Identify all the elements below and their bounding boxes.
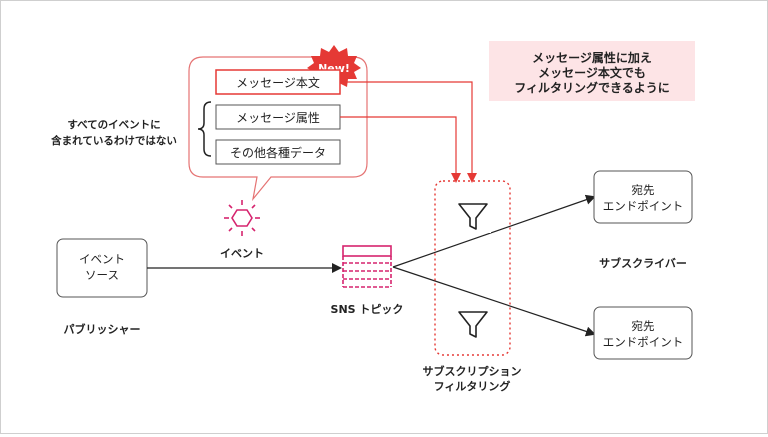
body-to-filter-arrow bbox=[340, 81, 477, 183]
field-message-body: メッセージ本文 bbox=[215, 69, 341, 95]
event-label: イベント bbox=[220, 247, 264, 260]
curly-brace bbox=[197, 101, 212, 157]
field-other-data: その他各種データ bbox=[215, 139, 341, 165]
sns-topic-label: SNS トピック bbox=[331, 303, 404, 316]
publisher-label: パブリッシャー bbox=[64, 322, 141, 336]
endpoint-1-line-2: エンドポイント bbox=[603, 199, 684, 213]
highlight-note-line-1: メッセージ属性に加え bbox=[532, 50, 652, 65]
subscriber-label: サブスクライバー bbox=[599, 256, 687, 270]
endpoint-node: 宛先 エンドポイント bbox=[593, 170, 693, 224]
highlight-note-line-3: フィルタリングできるように bbox=[514, 80, 670, 95]
highlight-note-line-2: メッセージ本文でも bbox=[538, 65, 646, 80]
field-message-attributes: メッセージ属性 bbox=[215, 104, 341, 130]
filter-label-line-2: フィルタリング bbox=[434, 379, 511, 393]
topic-to-endpoint-1-arrow bbox=[392, 194, 596, 268]
filter-icon bbox=[455, 197, 491, 233]
field-other-data-label: その他各種データ bbox=[230, 145, 326, 160]
field-message-body-label: メッセージ本文 bbox=[236, 75, 320, 90]
filter-icon bbox=[455, 305, 491, 341]
event-source-line-2: ソース bbox=[85, 268, 119, 282]
event-source-node: イベント ソース bbox=[56, 238, 148, 298]
attributes-to-filter-arrow bbox=[340, 116, 461, 183]
event-source-line-1: イベント bbox=[79, 252, 125, 266]
endpoint-2-line-1: 宛先 bbox=[632, 319, 655, 333]
endpoint-node: 宛先 エンドポイント bbox=[593, 306, 693, 360]
endpoint-1-line-1: 宛先 bbox=[632, 183, 655, 197]
subscription-filter-container bbox=[434, 180, 511, 356]
event-icon bbox=[224, 200, 260, 236]
field-message-attributes-label: メッセージ属性 bbox=[236, 111, 320, 125]
highlight-note: メッセージ属性に加え メッセージ本文でも フィルタリングできるように bbox=[489, 41, 695, 101]
brace-note-line-2: 含まれているわけではない bbox=[51, 134, 177, 147]
sns-topic-icon bbox=[342, 245, 392, 288]
endpoint-2-line-2: エンドポイント bbox=[603, 335, 684, 349]
topic-to-endpoint-2-arrow bbox=[392, 266, 596, 337]
filter-label-line-1: サブスクリプション bbox=[423, 364, 522, 378]
brace-note-line-1: すべてのイベントに bbox=[67, 119, 160, 131]
